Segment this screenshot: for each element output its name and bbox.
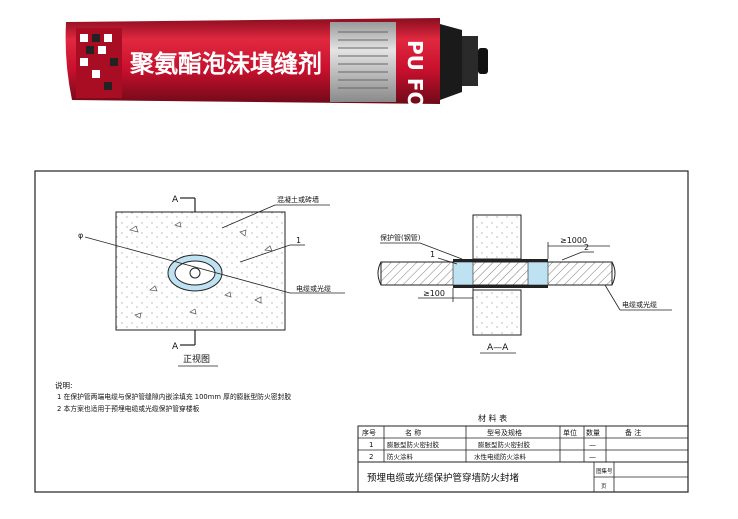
title-block: 预埋电缆或光缆保护管穿墙防火封堵 图集号 页 (357, 461, 689, 493)
front-view: A A φ 混凝土或砖墙 1 电缆或光缆 正视图 (78, 195, 345, 367)
can-barcode (338, 31, 388, 89)
pipe-wall-bottom (453, 285, 548, 288)
cell-r2-name: 防火涂料 (387, 452, 414, 461)
dim-bottom: ≥100 (423, 289, 445, 298)
cell-r2-spec: 水性电缆防火涂料 (474, 452, 527, 461)
can-brand: PU FOAM (403, 40, 427, 143)
can-pattern-squares (80, 34, 118, 90)
atlas-label: 图集号 (596, 467, 613, 475)
cell-r1-spec: 膨胀型防火密封胶 (478, 440, 531, 449)
page-label: 页 (601, 483, 607, 490)
wall-upper (472, 214, 522, 260)
wall-label: 混凝土或砖墙 (277, 195, 319, 204)
front-callout-1: 1 (296, 236, 301, 245)
sec-cable-label: 电缆或光缆 (622, 300, 657, 309)
product-can: 聚氨酯泡沫填缝剂 PU FOAM (65, 18, 488, 143)
can-nozzle (462, 36, 478, 86)
diameter-leader (84, 236, 291, 294)
cable-section (189, 267, 201, 279)
aggregate-marks (129, 221, 273, 319)
sec-cable-leader (604, 284, 621, 311)
materials-table: 材 料 表 序号 名 称 型号及规格 单位 数量 备 注 1 膨胀型防火密封胶 … (357, 413, 689, 463)
pipe-leader (419, 242, 463, 260)
can-nozzle-tip (478, 48, 488, 74)
cable-break-right (611, 261, 616, 286)
sec-callout-2: 2 (584, 243, 589, 252)
can-valve-cap (440, 24, 462, 100)
cell-r1-name: 膨胀型防火密封胶 (387, 440, 440, 449)
section-mark-top: A (172, 195, 179, 205)
sec-callout-1: 1 (430, 250, 435, 259)
title-block-title: 预埋电缆或光缆保护管穿墙防火封堵 (367, 472, 520, 484)
phi-symbol: φ (78, 231, 83, 240)
th-qty: 数量 (586, 428, 600, 437)
cable-break-left (377, 261, 382, 286)
cell-r1-index: 1 (369, 441, 373, 449)
table-title: 材 料 表 (478, 413, 507, 423)
callout-1-leader (239, 244, 291, 263)
th-remark: 备 注 (625, 428, 641, 437)
sealant-right (527, 261, 549, 286)
cell-r2-qty: — (589, 453, 596, 461)
section-caption: A—A (487, 343, 509, 353)
note-item-2: 2 本方案也适用于预埋电缆或光缆保护管穿楼板 (57, 404, 200, 413)
section-view: 保护管(钢管) 1 ≥1000 2 ≥100 电缆或光缆 A—A (377, 214, 672, 354)
pipe-wall-top (453, 259, 548, 262)
section-mark-bottom: A (172, 342, 179, 352)
notes: 说明: 1 在保护管两端电缆与保护管缝隙内嵌涂填充 100mm 厚的膨胀型防火密… (55, 380, 291, 413)
cable-body (380, 261, 613, 286)
cell-r2-index: 2 (369, 453, 373, 461)
sec-callout-1-leader (437, 257, 458, 265)
pipe-label: 保护管(钢管) (380, 233, 421, 242)
dim-top: ≥1000 (560, 236, 587, 245)
note-item-1: 1 在保护管两端电缆与保护管缝隙内嵌涂填充 100mm 厚的膨胀型防火密封胶 (57, 392, 291, 401)
cell-r1-qty: — (589, 441, 596, 449)
sec-callout-2-leader (561, 251, 583, 261)
th-index: 序号 (362, 428, 376, 437)
can-silver-label (330, 22, 396, 102)
can-cn-title: 聚氨酯泡沫填缝剂 (129, 50, 322, 78)
sealant-left (452, 261, 474, 286)
wall-lower (472, 289, 522, 336)
front-view-caption: 正视图 (183, 353, 210, 365)
table-col-rules (383, 426, 607, 462)
th-spec: 型号及规格 (487, 428, 522, 437)
th-name: 名 称 (405, 428, 421, 437)
front-cable-label: 电缆或光缆 (296, 284, 331, 293)
notes-title: 说明: (55, 380, 73, 390)
th-unit: 单位 (563, 428, 577, 437)
wall-leader (221, 204, 276, 229)
